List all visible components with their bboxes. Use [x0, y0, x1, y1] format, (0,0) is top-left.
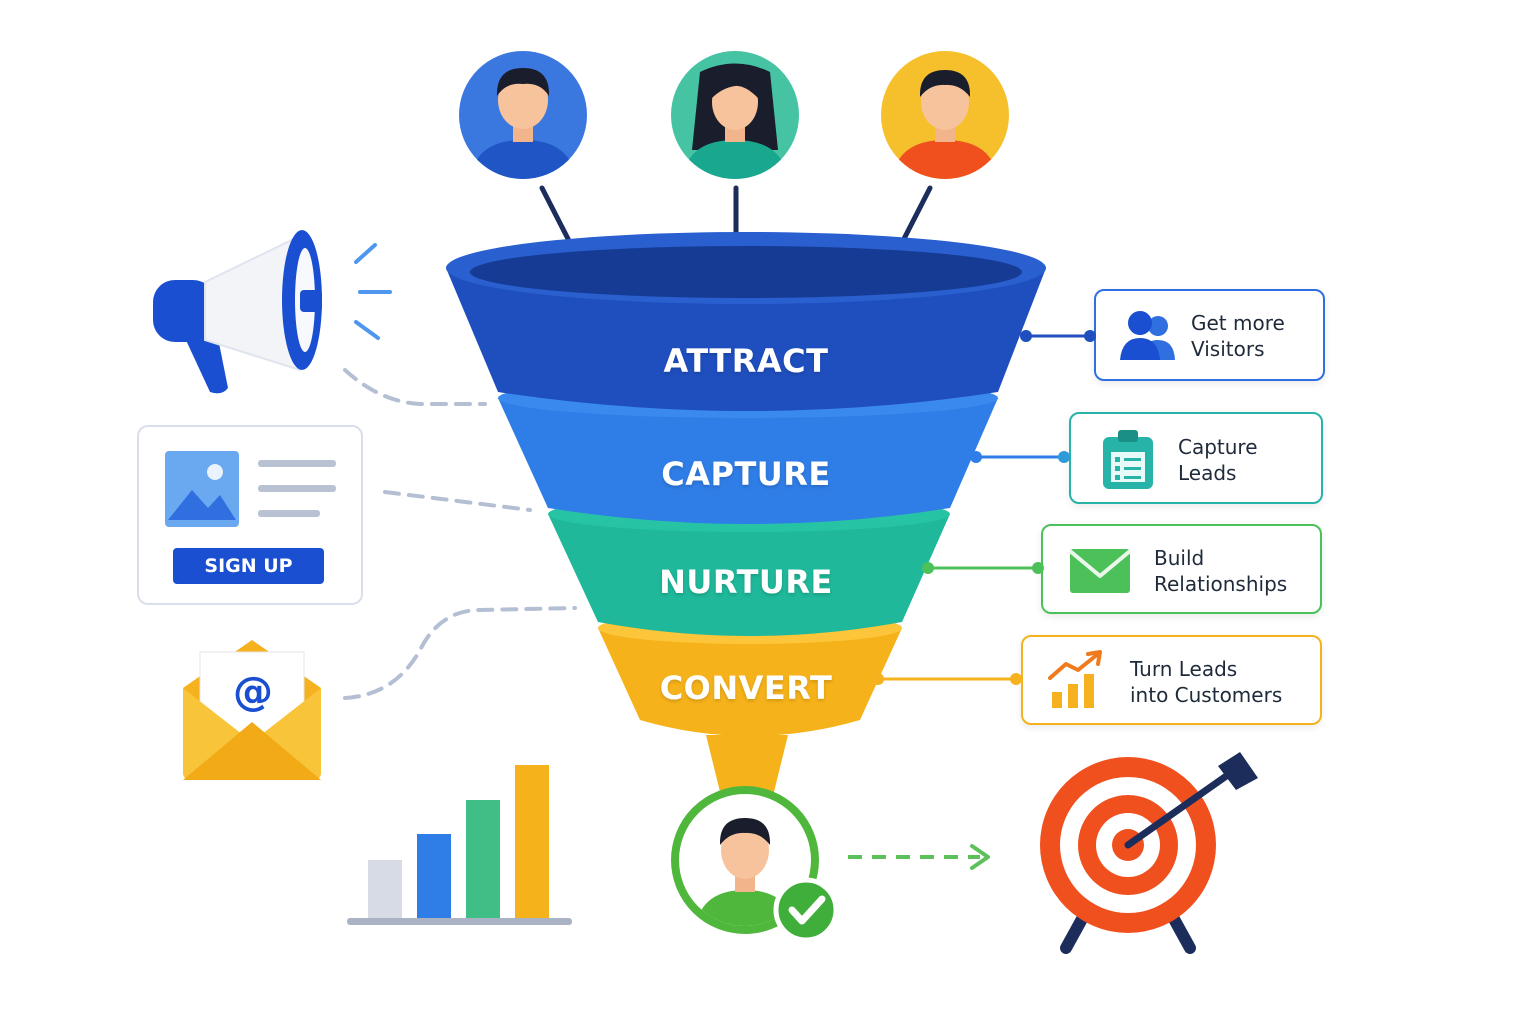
card-line: Build: [1154, 546, 1205, 570]
arrow-into-funnel-1: [539, 185, 593, 283]
connector-capture: [970, 451, 1070, 463]
dashed-connector-email: [343, 606, 577, 700]
card-text-leads: Capture Leads: [1178, 434, 1258, 486]
card-text-visitors: Get more Visitors: [1191, 310, 1285, 362]
card-line: Leads: [1178, 461, 1237, 485]
visitor-avatar-3: [881, 51, 1009, 179]
card-line: Visitors: [1191, 337, 1265, 361]
dashed-connector-megaphone: [343, 368, 487, 406]
customer-check-icon: [671, 786, 839, 943]
stage-label-attract: ATTRACT: [663, 342, 829, 380]
signup-button[interactable]: SIGN UP: [173, 548, 324, 584]
visitor-avatar-2: [671, 51, 799, 179]
funnel-stage-capture: [498, 378, 998, 524]
bar-chart-icon: [347, 765, 572, 925]
card-line: Relationships: [1154, 572, 1288, 596]
card-turn-leads: [1021, 635, 1322, 725]
megaphone-icon: [153, 230, 392, 394]
dashed-arrow-to-target: [848, 844, 990, 870]
card-text-customers: Turn Leads into Customers: [1130, 656, 1282, 708]
visitor-avatar-1: [459, 51, 587, 179]
stage-label-nurture: NURTURE: [659, 563, 833, 601]
stage-label-capture: CAPTURE: [661, 455, 831, 493]
card-line: Capture: [1178, 435, 1258, 459]
card-line: Get more: [1191, 311, 1285, 335]
target-icon: [1040, 752, 1258, 954]
card-line: Turn Leads: [1130, 657, 1238, 681]
connector-attract: [1020, 330, 1096, 342]
arrow-into-funnel-3: [877, 185, 933, 283]
stage-label-convert: CONVERT: [659, 669, 833, 707]
dashed-connector-form: [383, 490, 532, 512]
card-line: into Customers: [1130, 683, 1283, 707]
funnel-spout: [706, 735, 788, 800]
card-text-relationships: Build Relationships: [1154, 545, 1287, 597]
arrow-into-funnel-2: [713, 185, 759, 275]
funnel-stage-attract: [446, 232, 1046, 411]
email-at-symbol: @: [233, 669, 273, 715]
